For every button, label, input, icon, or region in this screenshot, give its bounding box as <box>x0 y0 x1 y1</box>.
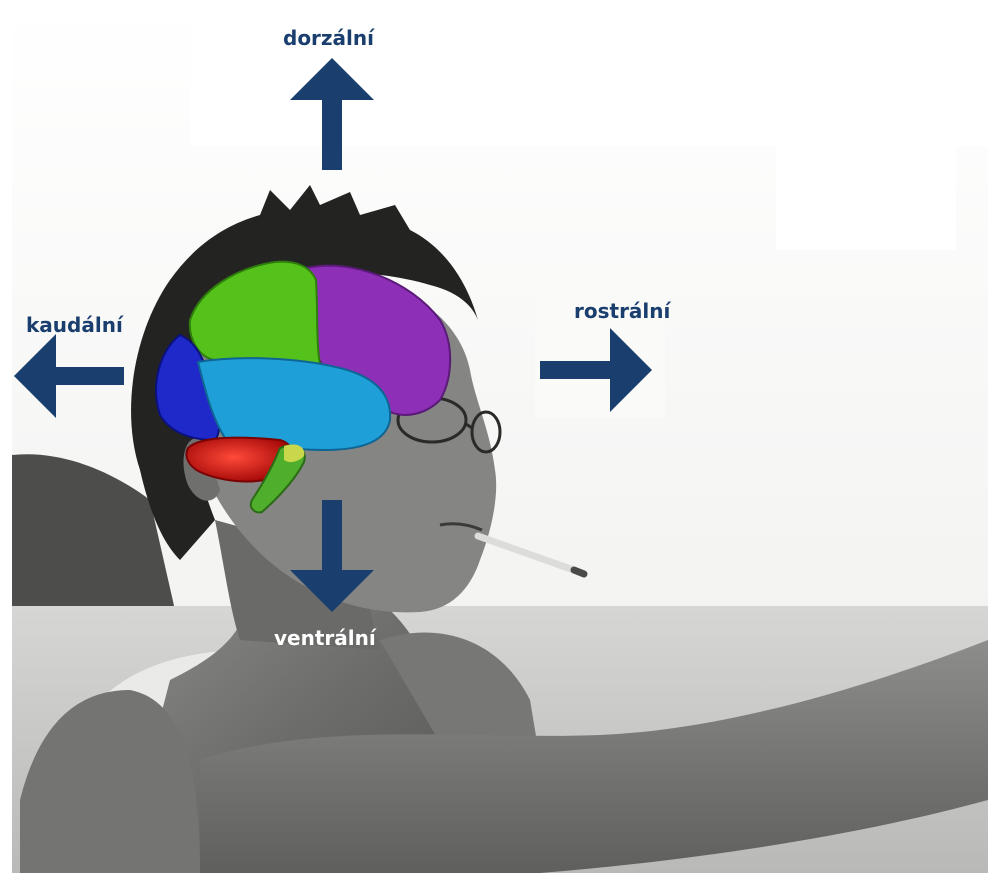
cigarette-tip <box>574 570 584 574</box>
label-rostral: rostrální <box>574 299 670 323</box>
label-caudal: kaudální <box>26 313 123 337</box>
label-ventral: ventrální <box>274 626 376 650</box>
overlay-box-right <box>776 146 956 250</box>
label-dorsal: dorzální <box>283 26 374 50</box>
